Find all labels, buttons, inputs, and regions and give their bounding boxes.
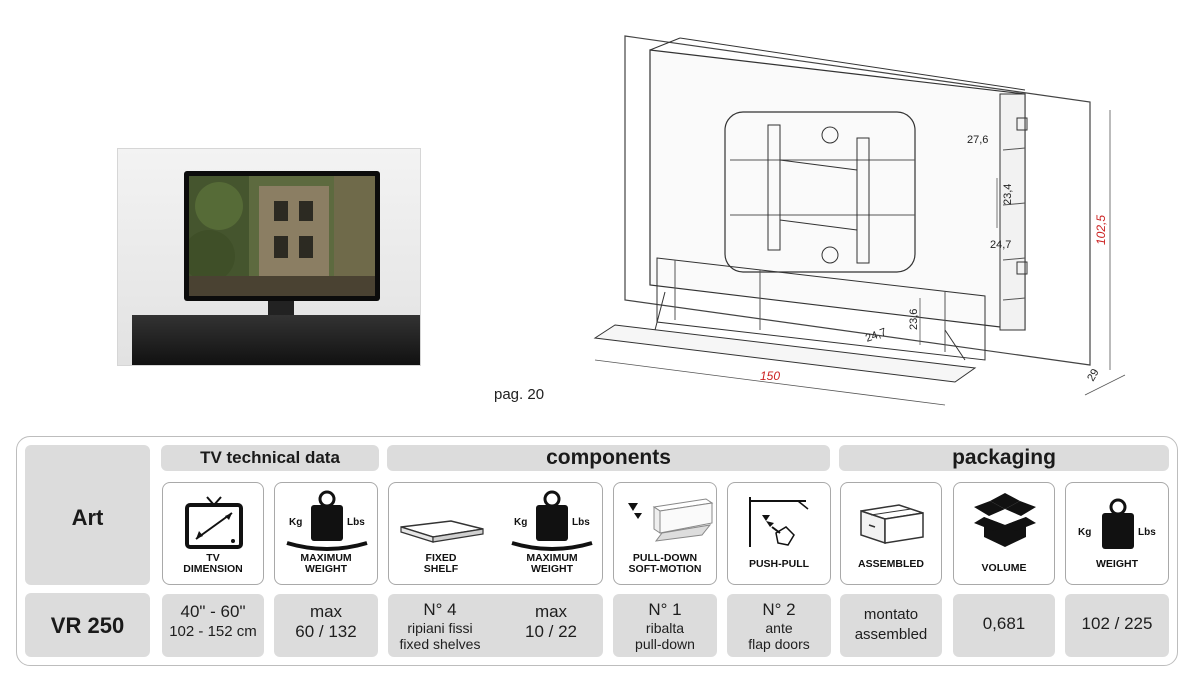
max-weight-shelf-caption: MAXIMUM WEIGHT [526,552,578,575]
dim-compartment-depth: 24,7 [864,326,888,345]
dim-compartment-height: 23,6 [908,309,920,330]
weight-icon: Kg Lbs [1078,498,1156,549]
weight-scale-icon: Kg Lbs [511,490,593,551]
fixed-shelf-value: N° 4 ripiani fissi fixed shelves max 10 … [388,594,603,657]
svg-text:Kg: Kg [289,517,302,528]
assembled-box: ASSEMBLED [840,482,942,585]
volume-box: VOLUME [953,482,1055,585]
model-code: VR 250 [50,613,125,638]
svg-text:Kg: Kg [1078,527,1091,538]
tv-dimension-box: TV DIMENSION [162,482,264,585]
dim-shelf-height: 23,4 [1002,184,1014,205]
header-packaging: packaging [839,445,1169,471]
box-icon [860,504,924,545]
svg-text:Kg: Kg [514,517,527,528]
weight-caption: WEIGHT [1096,558,1138,570]
weight-scale-icon: Kg Lbs [286,490,368,551]
weight-value: 102 / 225 [1065,594,1169,657]
volume-caption: VOLUME [981,562,1027,574]
tv-stand [268,301,294,315]
assembled-value: montato assembled [840,594,942,657]
dim-shelf-depth-mid: 24,7 [990,239,1011,251]
pull-down-icon [628,498,714,542]
dim-width: 150 [760,369,780,383]
page-number: pag. 20 [494,386,545,403]
dim-shelf-depth-top: 27,6 [967,134,988,146]
tv-dimension-icon [185,496,243,549]
svg-text:Lbs: Lbs [1138,527,1156,538]
tech-table: Art VR 250 TV technical data components … [16,436,1178,666]
tv-image [184,171,380,301]
shelf-icon [400,520,484,543]
tv-dimension-caption: TV DIMENSION [183,552,243,575]
push-pull-value: N° 2 ante flap doors [727,594,831,657]
volume-icon [974,493,1036,547]
max-weight-tv-caption: MAXIMUM WEIGHT [300,552,352,575]
push-pull-caption: PUSH-PULL [748,558,810,570]
assembled-caption: ASSEMBLED [858,558,924,570]
volume-value: 0,681 [953,594,1055,657]
svg-text:Lbs: Lbs [572,517,590,528]
fixed-shelf-caption: FIXED SHELF [423,552,459,575]
push-pull-icon [749,497,809,547]
storage-bar [132,315,420,365]
pull-down-caption: PULL-DOWN SOFT-MOTION [628,552,702,575]
model-cell: VR 250 [25,593,150,657]
pull-down-box: PULL-DOWN SOFT-MOTION [613,482,717,585]
technical-drawing: 150 102,5 29 27,6 23,4 24,7 23,6 24,7 [593,35,1126,406]
header-components: components [387,445,830,471]
pull-down-value: N° 1 ribalta pull-down [613,594,717,657]
dim-depth: 29 [1085,367,1102,384]
art-header-cell: Art [25,445,150,585]
weight-box: Kg Lbs WEIGHT [1065,482,1169,585]
product-photo [117,148,421,366]
dim-height: 102,5 [1094,215,1108,245]
max-weight-tv-box: Kg Lbs MAXIMUM WEIGHT [274,482,378,585]
svg-text:Lbs: Lbs [347,517,365,528]
header-tv-data: TV technical data [161,445,379,471]
fixed-shelf-box: FIXED SHELF Kg Lbs MAXIMUM WEIGHT [388,482,603,585]
art-label: Art [71,505,104,530]
max-weight-tv-value: max 60 / 132 [274,594,378,657]
tv-dimension-value: 40" - 60" 102 - 152 cm [162,594,264,657]
push-pull-box: PUSH-PULL [727,482,831,585]
